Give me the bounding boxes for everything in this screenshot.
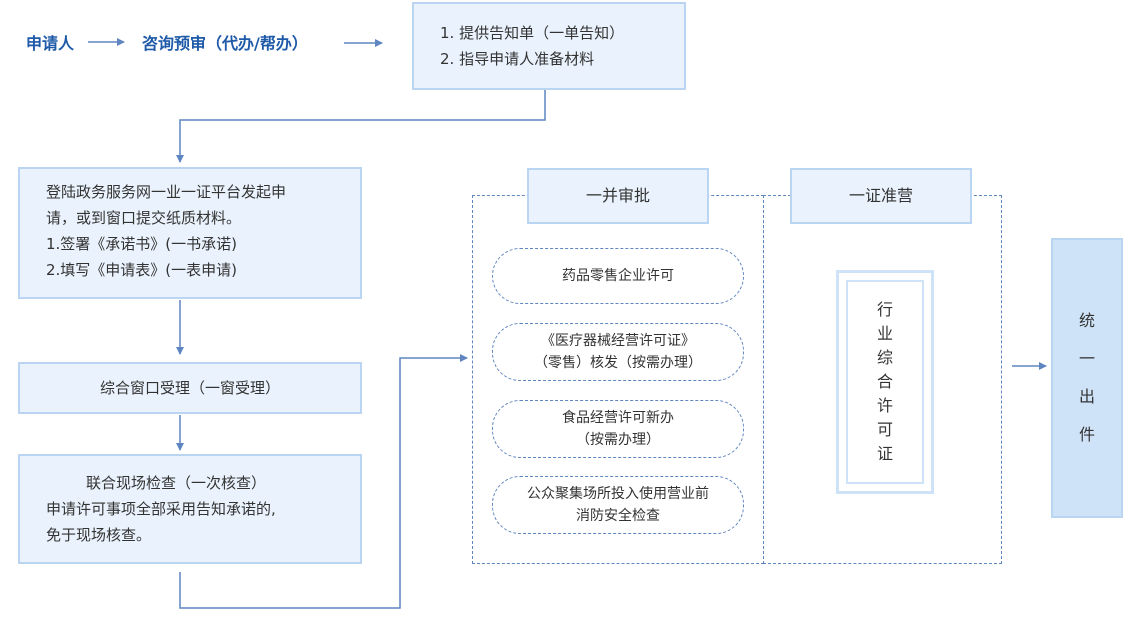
output-char: 一 bbox=[1078, 349, 1095, 368]
license-char: 许 bbox=[876, 396, 893, 415]
license-certificate-text: 行 业 综 合 许 可 证 bbox=[877, 298, 893, 466]
notice-box: 1. 提供告知单（一单告知） 2. 指导申请人准备材料 bbox=[412, 2, 686, 90]
license-certificate-inner: 行 业 综 合 许 可 证 bbox=[846, 280, 924, 484]
license-char: 可 bbox=[876, 420, 893, 439]
approval-item-line: 消防安全检查 bbox=[576, 508, 660, 524]
approval-item-line: （零售）核发（按需办理） bbox=[534, 355, 702, 371]
step-submit-line-1: 登陆政务服务网一业一证平台发起申 bbox=[46, 183, 287, 201]
step-submit-line-3: 1.签署《承诺书》(一书承诺) bbox=[46, 235, 238, 253]
unified-output-text: 统 一 出 件 bbox=[1079, 302, 1095, 454]
license-char: 行 bbox=[876, 300, 893, 319]
approval-item: 公众聚集场所投入使用营业前 消防安全检查 bbox=[492, 476, 744, 534]
output-char: 统 bbox=[1078, 311, 1095, 330]
license-certificate: 行 业 综 合 许 可 证 bbox=[836, 270, 934, 494]
approval-title-label: 一并审批 bbox=[585, 186, 650, 205]
approval-item-line: 公众聚集场所投入使用营业前 bbox=[527, 486, 709, 502]
license-char: 合 bbox=[876, 372, 893, 391]
license-title-label: 一证准营 bbox=[848, 186, 913, 205]
arrow-notice-to-step1 bbox=[176, 90, 546, 163]
approval-item-line: （按需办理） bbox=[576, 432, 660, 448]
step-inspect-line-3: 免于现场核查。 bbox=[46, 526, 152, 544]
step-inspect-line-1: 联合现场检查（一次核查） bbox=[86, 474, 267, 492]
step-accept-label: 综合窗口受理（一窗受理） bbox=[99, 379, 280, 397]
step-submit-line-2: 请，或到窗口提交纸质材料。 bbox=[46, 209, 242, 227]
output-char: 件 bbox=[1078, 425, 1095, 444]
step-submit-line-4: 2.填写《申请表》(一表申请) bbox=[46, 261, 238, 279]
output-char: 出 bbox=[1078, 387, 1095, 406]
license-char: 业 bbox=[876, 324, 893, 343]
approval-item: 《医疗器械经营许可证》 （零售）核发（按需办理） bbox=[492, 323, 744, 381]
unified-output-box: 统 一 出 件 bbox=[1051, 238, 1123, 518]
license-char: 证 bbox=[876, 444, 893, 463]
step-submit-box: 登陆政务服务网一业一证平台发起申 请，或到窗口提交纸质材料。 1.签署《承诺书》… bbox=[18, 167, 362, 299]
license-char: 综 bbox=[876, 348, 893, 367]
approval-item-line: 药品零售企业许可 bbox=[562, 268, 674, 284]
approval-item-line: 食品经营许可新办 bbox=[562, 410, 674, 426]
approval-item: 食品经营许可新办 （按需办理） bbox=[492, 400, 744, 458]
step-inspect-line-2: 申请许可事项全部采用告知承诺的, bbox=[46, 500, 276, 518]
approval-title: 一并审批 bbox=[527, 168, 709, 224]
approval-item-line: 《医疗器械经营许可证》 bbox=[541, 333, 695, 349]
arrow-step3-to-approval bbox=[179, 354, 468, 609]
notice-line-1: 1. 提供告知单（一单告知） bbox=[440, 24, 625, 42]
approval-item: 药品零售企业许可 bbox=[492, 248, 744, 304]
applicant-label: 申请人 bbox=[26, 34, 75, 53]
notice-line-2: 2. 指导申请人准备材料 bbox=[440, 50, 595, 68]
step-accept-box: 综合窗口受理（一窗受理） bbox=[18, 362, 362, 414]
consult-label: 咨询预审（代办/帮办） bbox=[142, 34, 308, 53]
step-inspect-box: 联合现场检查（一次核查） 申请许可事项全部采用告知承诺的, 免于现场核查。 bbox=[18, 454, 362, 564]
license-title: 一证准营 bbox=[790, 168, 972, 224]
